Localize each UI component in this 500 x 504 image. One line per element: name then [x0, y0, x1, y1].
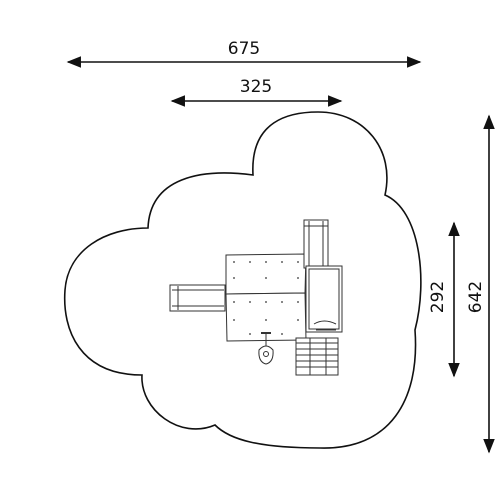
dimension-label-total-width: 675 — [228, 39, 260, 59]
steering-wheel — [258, 332, 274, 365]
right-slide — [303, 219, 329, 269]
left-slide — [169, 284, 226, 312]
dimension-label-total-depth: 642 — [466, 281, 486, 313]
play-structure — [169, 219, 343, 376]
dimension-inner-width: 325 — [170, 77, 343, 107]
dimension-total-depth: 642 — [466, 114, 495, 454]
safety-zone-outline — [63, 111, 422, 449]
roof-panel-top — [225, 253, 307, 295]
dimension-total-width: 675 — [66, 39, 422, 68]
stairs — [295, 337, 339, 376]
dimension-inner-depth: 292 — [428, 221, 460, 378]
roof-dots — [233, 261, 299, 335]
deck-platform — [305, 265, 343, 333]
dimension-label-inner-depth: 292 — [428, 281, 448, 313]
dimension-label-inner-width: 325 — [240, 77, 272, 97]
